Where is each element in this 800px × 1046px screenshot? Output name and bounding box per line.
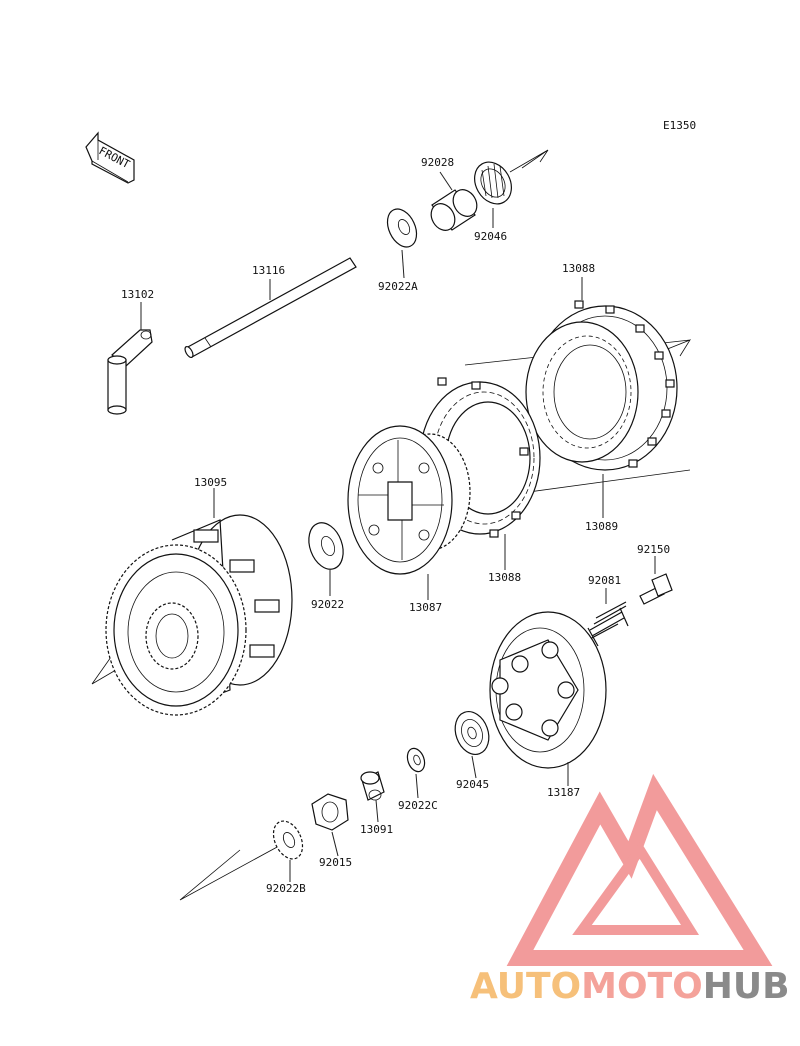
part-label-13116: 13116 bbox=[252, 264, 285, 277]
front-label: FRONT bbox=[97, 144, 133, 171]
watermark-hub: HUB bbox=[703, 966, 790, 1007]
part-label-13095: 13095 bbox=[194, 476, 227, 489]
clutch-hub-part bbox=[347, 425, 471, 575]
part-label-13089: 13089 bbox=[585, 520, 618, 533]
part-label-92022B: 92022B bbox=[266, 882, 306, 895]
diagram-code: E1350 bbox=[663, 119, 696, 132]
steel-plate-part bbox=[525, 321, 639, 463]
part-label-13102: 13102 bbox=[121, 288, 154, 301]
watermark-logo-icon bbox=[506, 773, 773, 966]
part-label-92022: 92022 bbox=[311, 598, 344, 611]
ball-bearing-part bbox=[454, 711, 490, 755]
part-label-13187: 13187 bbox=[547, 786, 580, 799]
part-label-92045: 92045 bbox=[456, 778, 489, 791]
washer-c-part bbox=[406, 747, 426, 773]
watermark-text: AUTOMOTOHUB bbox=[470, 966, 790, 1007]
leader-lines bbox=[140, 171, 656, 882]
part-label-13091: 13091 bbox=[360, 823, 393, 836]
part-label-92028: 92028 bbox=[421, 156, 454, 169]
release-lever-part bbox=[107, 329, 153, 415]
lock-washer-part bbox=[272, 820, 304, 860]
part-label-13088-top: 13088 bbox=[562, 262, 595, 275]
washer-a-part bbox=[386, 208, 418, 248]
pressure-plate-part bbox=[489, 611, 607, 769]
part-labels: 92028 92046 92022A 13116 13102 13088 130… bbox=[121, 156, 670, 895]
bolt-part bbox=[639, 573, 673, 605]
part-label-13088-bottom: 13088 bbox=[488, 571, 521, 584]
needle-bearing-part bbox=[474, 161, 512, 205]
part-label-92022A: 92022A bbox=[378, 280, 418, 293]
push-rod-part bbox=[184, 257, 357, 359]
watermark-moto: MOTO bbox=[581, 966, 703, 1007]
watermark-auto: AUTO bbox=[470, 966, 581, 1007]
spring-part bbox=[587, 601, 629, 647]
front-arrow-icon: FRONT bbox=[85, 131, 135, 184]
clutch-housing-part bbox=[105, 514, 293, 716]
part-label-92046: 92046 bbox=[474, 230, 507, 243]
part-label-92015: 92015 bbox=[319, 856, 352, 869]
part-label-92022C: 92022C bbox=[398, 799, 438, 812]
collar-part bbox=[360, 771, 385, 801]
sleeve-part bbox=[430, 189, 478, 231]
part-label-13087: 13087 bbox=[409, 601, 442, 614]
washer-part bbox=[308, 522, 344, 570]
nut-part bbox=[311, 793, 349, 831]
part-label-92150: 92150 bbox=[637, 543, 670, 556]
part-label-92081: 92081 bbox=[588, 574, 621, 587]
